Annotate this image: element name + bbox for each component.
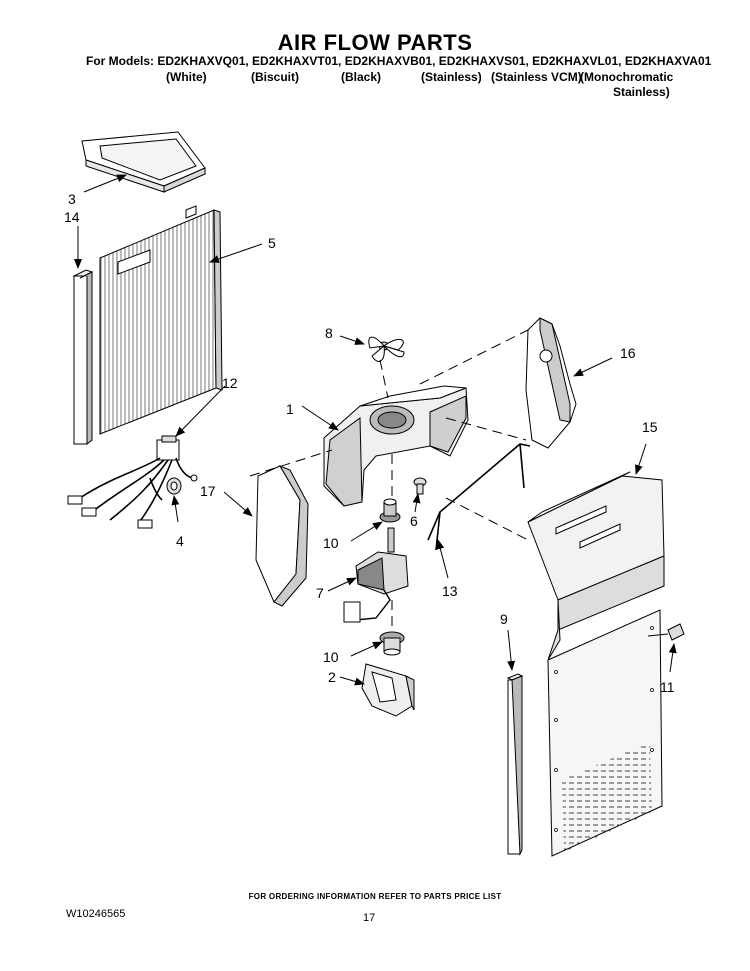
callout-2: 2 (328, 669, 336, 685)
callout-12: 12 (222, 375, 238, 391)
part-10-upper-grommet (379, 498, 401, 523)
callout-5: 5 (268, 235, 276, 251)
callout-11: 11 (660, 679, 675, 695)
part-4-grommet (166, 477, 182, 495)
part-12-wiring-harness (67, 435, 198, 529)
callout-1: 1 (286, 401, 294, 417)
callout-4: 4 (176, 533, 184, 549)
callout-16: 16 (620, 345, 636, 361)
callout-9: 9 (500, 611, 508, 627)
part-2-motor-bracket (361, 663, 415, 717)
color-biscuit: (Biscuit) (251, 70, 299, 84)
callout-10-upper: 10 (323, 535, 339, 551)
part-14-gasket-strip (72, 269, 94, 446)
part-1-fan-housing (323, 385, 469, 507)
color-black: (Black) (341, 70, 382, 84)
part-15-air-duct (527, 471, 665, 857)
document-number: W10246565 (66, 908, 126, 920)
part-17-left-insulation (255, 464, 309, 607)
color-monochromatic-stainless: Stainless) (613, 85, 670, 99)
part-11-screw (647, 623, 685, 641)
color-white: (White) (166, 70, 207, 84)
part-10-lower-grommet (379, 631, 405, 656)
callout-6: 6 (410, 513, 418, 529)
part-7-fan-motor (343, 527, 409, 623)
callout-8: 8 (325, 325, 333, 341)
part-16-right-insulation (525, 317, 577, 449)
part-5-evaporator-cover (99, 205, 223, 435)
part-3-top-cover (81, 131, 206, 193)
callout-15: 15 (642, 419, 658, 435)
model-colors: (White) (Biscuit) (Black) (Stainless) (S… (0, 70, 750, 104)
ordering-note: FOR ORDERING INFORMATION REFER TO PARTS … (248, 892, 502, 901)
color-monochromatic: (Monochromatic (580, 70, 674, 84)
callout-17: 17 (200, 483, 216, 499)
callout-13: 13 (442, 583, 458, 599)
leader-lines (74, 174, 677, 686)
page-title: AIR FLOW PARTS (277, 30, 473, 55)
callout-3: 3 (68, 191, 76, 207)
color-stainless-vcm: (Stainless VCM) (491, 70, 582, 84)
part-8-fan-blade (368, 336, 405, 362)
part-6-screw (413, 477, 427, 495)
part-9-gasket-strip (506, 673, 524, 856)
part-13-wire-rod (427, 443, 531, 551)
assembly-lines (249, 329, 529, 630)
models-line: For Models: ED2KHAXVQ01, ED2KHAXVT01, ED… (86, 54, 712, 68)
callout-10-lower: 10 (323, 649, 339, 665)
callout-7: 7 (316, 585, 324, 601)
callout-14: 14 (64, 209, 80, 225)
page-number: 17 (363, 912, 376, 924)
color-stainless: (Stainless) (421, 70, 482, 84)
